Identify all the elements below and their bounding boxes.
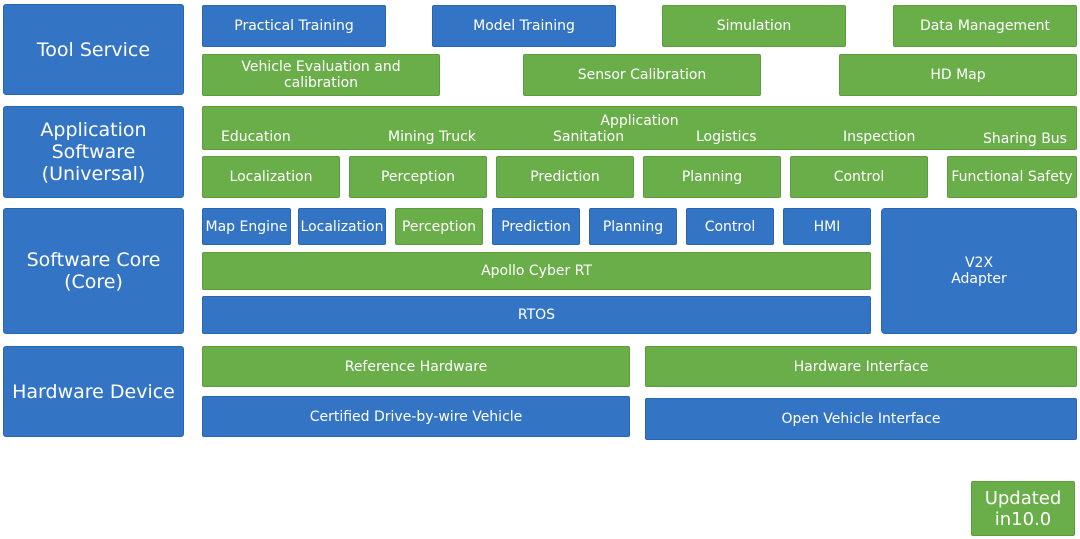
box-label: V2X Adapter bbox=[951, 255, 1007, 287]
row-label-hardware-device: Hardware Device bbox=[3, 346, 184, 437]
box-label: Apollo Cyber RT bbox=[481, 263, 592, 279]
open-vehicle-interface-box: Open Vehicle Interface bbox=[645, 398, 1077, 440]
app-localization-box: Localization bbox=[202, 156, 340, 198]
row-label-text: Tool Service bbox=[36, 38, 151, 61]
data-management-box: Data Management bbox=[893, 5, 1077, 47]
box-label: Open Vehicle Interface bbox=[781, 411, 941, 427]
box-label: Localization bbox=[229, 169, 313, 185]
box-label: Certified Drive-by-wire Vehicle bbox=[309, 408, 523, 425]
box-label: Prediction bbox=[530, 169, 600, 185]
box-label: Map Engine bbox=[205, 218, 288, 235]
model-training-box: Model Training bbox=[432, 5, 616, 47]
application-item-logistics: Logistics bbox=[696, 129, 757, 145]
app-planning-box: Planning bbox=[643, 156, 781, 198]
rtos-bar: RTOS bbox=[202, 296, 871, 334]
box-label: Sensor Calibration bbox=[577, 67, 707, 83]
app-control-box: Control bbox=[790, 156, 928, 198]
box-label: Vehicle Evaluation and calibration bbox=[241, 59, 401, 91]
box-label: Reference Hardware bbox=[344, 358, 488, 375]
application-item-mining-truck: Mining Truck bbox=[388, 129, 476, 145]
practical-training-box: Practical Training bbox=[202, 5, 386, 47]
application-bar: Application Education Mining Truck Sanit… bbox=[202, 106, 1077, 150]
core-prediction-box: Prediction bbox=[492, 208, 580, 245]
reference-hardware-box: Reference Hardware bbox=[202, 346, 630, 387]
box-label: Practical Training bbox=[234, 18, 354, 34]
row-label-tool-service: Tool Service bbox=[3, 4, 184, 95]
box-label: Control bbox=[704, 218, 756, 235]
core-planning-box: Planning bbox=[589, 208, 677, 245]
box-label: Perception bbox=[380, 169, 456, 185]
box-label: Data Management bbox=[919, 18, 1051, 34]
core-localization-box: Localization bbox=[298, 208, 386, 245]
simulation-box: Simulation bbox=[662, 5, 846, 47]
row-label-application-software: Application Software (Universal) bbox=[3, 106, 184, 198]
box-label: Perception bbox=[401, 218, 477, 235]
application-item-sharing-bus: Sharing Bus bbox=[983, 131, 1067, 147]
updated-badge: Updated in10.0 bbox=[971, 481, 1075, 536]
sensor-calibration-box: Sensor Calibration bbox=[523, 54, 761, 96]
box-label: HD Map bbox=[930, 67, 986, 83]
app-prediction-box: Prediction bbox=[496, 156, 634, 198]
app-perception-box: Perception bbox=[349, 156, 487, 198]
certified-vehicle-box: Certified Drive-by-wire Vehicle bbox=[202, 396, 630, 437]
box-label: HMI bbox=[813, 218, 841, 235]
application-title: Application bbox=[600, 113, 679, 129]
application-item-inspection: Inspection bbox=[843, 129, 916, 145]
box-label: Control bbox=[833, 169, 885, 185]
box-label: Localization bbox=[300, 218, 384, 235]
box-label: Planning bbox=[602, 218, 664, 235]
row-label-text: Application Software (Universal) bbox=[40, 119, 147, 185]
apollo-cyber-rt-bar: Apollo Cyber RT bbox=[202, 252, 871, 290]
badge-text: Updated in10.0 bbox=[984, 487, 1062, 530]
hd-map-box: HD Map bbox=[839, 54, 1077, 96]
core-hmi-box: HMI bbox=[783, 208, 871, 245]
app-functional-safety-box: Functional Safety bbox=[947, 156, 1077, 198]
application-item-sanitation: Sanitation bbox=[553, 129, 625, 145]
hardware-interface-box: Hardware Interface bbox=[645, 346, 1077, 387]
box-label: Hardware Interface bbox=[793, 358, 929, 375]
application-item-education: Education bbox=[221, 129, 291, 145]
box-label: Model Training bbox=[473, 18, 575, 34]
box-label: Planning bbox=[681, 169, 743, 185]
core-control-box: Control bbox=[686, 208, 774, 245]
box-label: Prediction bbox=[501, 218, 571, 235]
core-perception-box: Perception bbox=[395, 208, 483, 245]
row-label-software-core: Software Core (Core) bbox=[3, 208, 184, 334]
row-label-text: Hardware Device bbox=[12, 380, 175, 403]
box-label: RTOS bbox=[517, 307, 556, 323]
v2x-adapter-box: V2X Adapter bbox=[881, 208, 1077, 334]
box-label: Simulation bbox=[716, 18, 792, 34]
box-label: Functional Safety bbox=[951, 169, 1073, 185]
core-map-engine-box: Map Engine bbox=[202, 208, 291, 245]
row-label-text: Software Core (Core) bbox=[26, 249, 161, 293]
vehicle-evaluation-box: Vehicle Evaluation and calibration bbox=[202, 54, 440, 96]
